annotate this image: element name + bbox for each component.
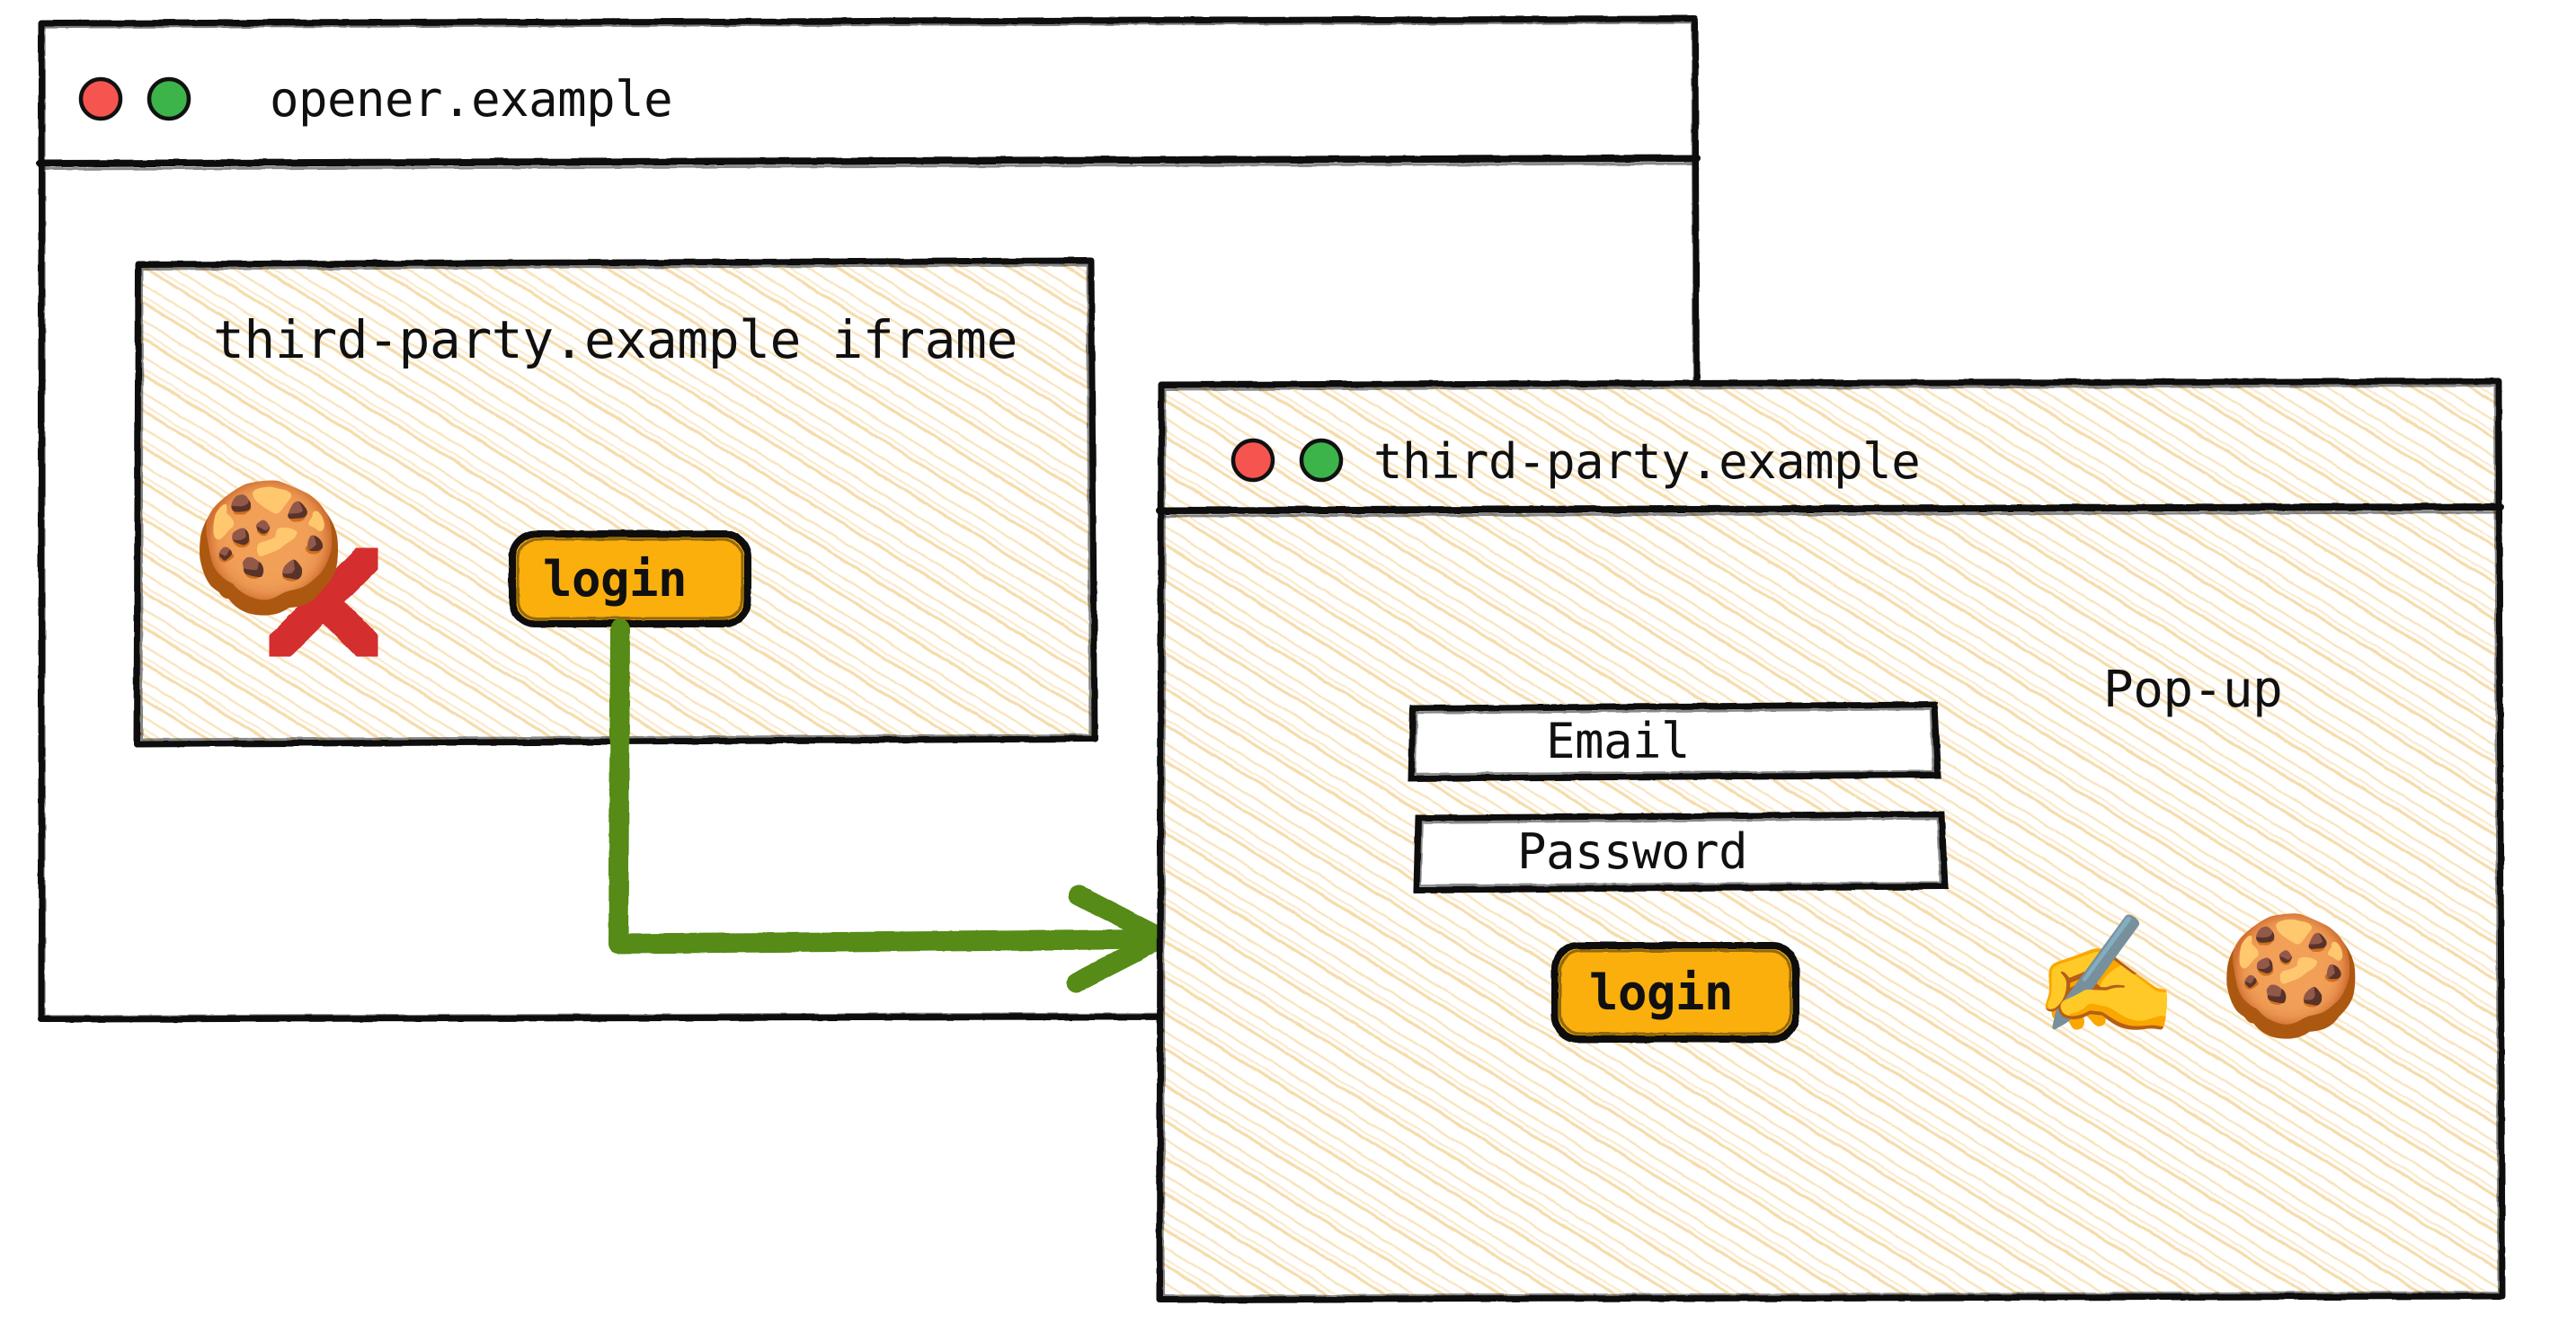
email-field-value[interactable]: Email [1546, 713, 1691, 769]
close-dot[interactable] [1230, 438, 1275, 483]
cookie-icon: 🍪 [191, 475, 348, 621]
iframe-login-button-shape[interactable] [509, 530, 751, 627]
opener-window-title: opener.example [270, 71, 673, 128]
iframe-title: third-party.example iframe [213, 309, 1017, 370]
cross-mark-icon [262, 540, 386, 664]
close-dot[interactable] [78, 76, 123, 121]
maximize-dot[interactable] [1299, 438, 1344, 483]
popup-label: Pop-up [2103, 661, 2283, 719]
popup-window-title: third-party.example [1373, 433, 1921, 490]
popup-login-button-shape[interactable] [1551, 942, 1799, 1043]
third-party-iframe-frame [133, 257, 1098, 748]
maximize-dot[interactable] [147, 76, 191, 121]
writing-hand-icon: ✍️ [2033, 907, 2179, 1044]
opener-traffic-lights [78, 76, 191, 121]
password-field-shape[interactable] [1413, 811, 1949, 893]
email-field-shape[interactable] [1408, 701, 1941, 782]
password-field-value[interactable]: Password [1517, 823, 1748, 880]
iframe-login-button-label[interactable]: login [543, 551, 688, 608]
popup-login-button-label[interactable]: login [1589, 964, 1734, 1021]
cookie-icon: 🍪 [2218, 907, 2364, 1044]
popup-traffic-lights [1230, 438, 1344, 483]
